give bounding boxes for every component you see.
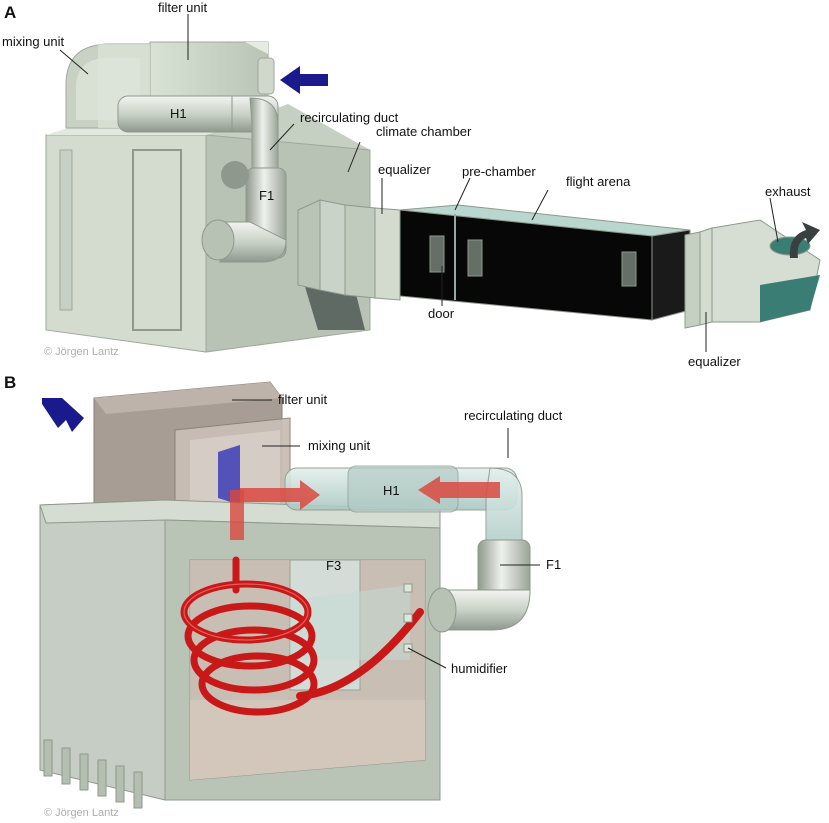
label-h1-b: H1 xyxy=(383,483,400,498)
door-window-1 xyxy=(429,235,445,273)
panel-a: A xyxy=(2,0,821,369)
label-filter-unit-b: filter unit xyxy=(278,392,328,407)
airflow-in-arrow-b xyxy=(42,398,84,432)
label-equalizer-left: equalizer xyxy=(378,162,431,177)
panel-a-label: A xyxy=(4,3,16,22)
door-window-3 xyxy=(621,251,637,287)
copyright-b: © Jörgen Lantz xyxy=(44,807,119,819)
label-climate-chamber: climate chamber xyxy=(376,124,472,139)
equalizer-right xyxy=(684,227,713,329)
recirculating-duct-b xyxy=(284,465,531,633)
label-f1-a: F1 xyxy=(259,188,274,203)
panel-b-label: B xyxy=(4,373,16,392)
recirculating-duct xyxy=(201,97,287,263)
equalizer-left xyxy=(297,199,401,301)
airflow-red-path xyxy=(230,476,500,540)
panel-b-leaders xyxy=(232,399,540,669)
copyright-a: © Jörgen Lantz xyxy=(44,346,119,358)
label-exhaust: exhaust xyxy=(765,184,811,199)
label-humidifier: humidifier xyxy=(451,661,508,676)
f3-filter xyxy=(289,559,410,691)
label-flight-arena: flight arena xyxy=(566,174,631,189)
label-mixing-unit-a: mixing unit xyxy=(2,34,65,49)
label-equalizer-right: equalizer xyxy=(688,354,741,369)
label-mixing-unit-b: mixing unit xyxy=(308,438,371,453)
label-f3: F3 xyxy=(326,558,341,573)
red-spiral xyxy=(180,556,424,716)
h1-duct xyxy=(117,95,279,133)
label-recirculating-duct-a: recirculating duct xyxy=(300,110,399,125)
panel-b: B xyxy=(4,373,563,819)
base-fins xyxy=(43,739,143,809)
label-door: door xyxy=(428,306,455,321)
door-window-2 xyxy=(467,239,483,277)
label-h1-a: H1 xyxy=(170,106,187,121)
label-filter-unit-a: filter unit xyxy=(158,0,208,15)
label-recirculating-duct-b: recirculating duct xyxy=(464,408,563,423)
exhaust-arrow xyxy=(789,222,820,258)
airflow-in-arrow xyxy=(280,66,328,94)
label-pre-chamber: pre-chamber xyxy=(462,164,536,179)
flight-arena xyxy=(399,204,691,321)
label-f1-b: F1 xyxy=(546,557,561,572)
panel-a-leaders xyxy=(59,14,779,352)
